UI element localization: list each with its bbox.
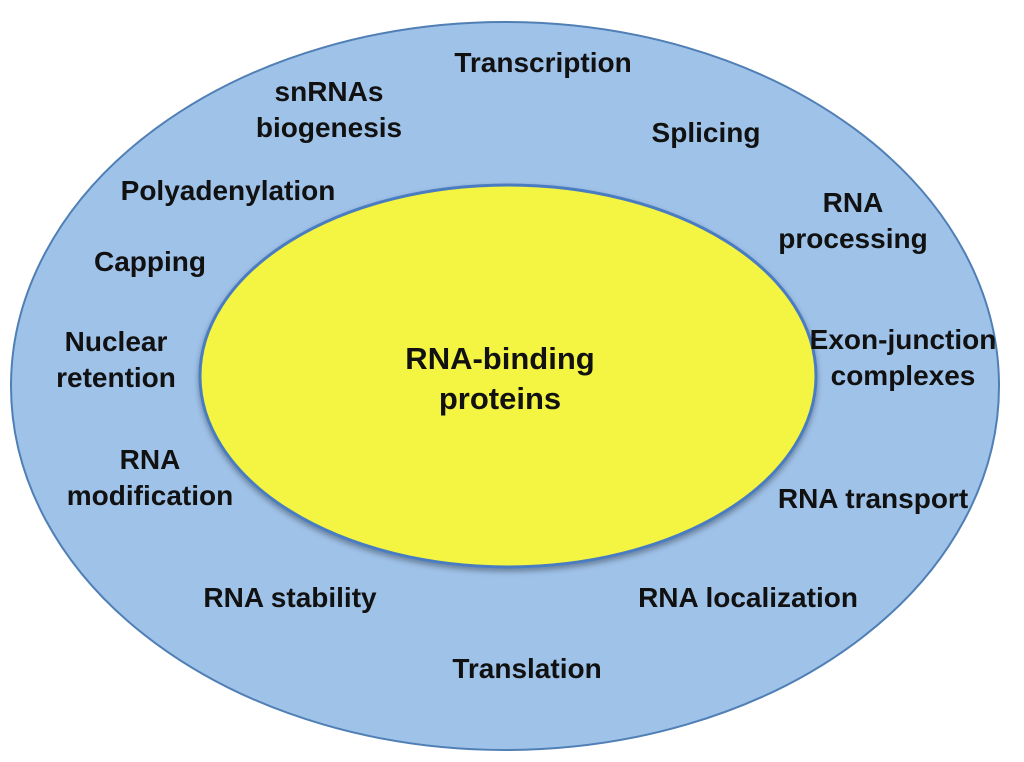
rna-localization-label: RNA localization — [638, 582, 858, 613]
rna-modification-label: RNA modification — [66, 444, 234, 511]
center-label-line-1: RNA-binding — [405, 341, 595, 376]
capping-label: Capping — [94, 246, 206, 277]
nuclear-retention-label: Nuclear retention — [56, 326, 176, 393]
rna-processing-label: RNA processing — [778, 187, 928, 254]
rna-stability-label: RNA stability — [203, 582, 377, 613]
transcription-label: Transcription — [454, 47, 632, 78]
inner-ellipse — [198, 183, 818, 569]
rna-binding-proteins-label: RNA-binding proteins — [405, 339, 594, 419]
rna-transport-label: RNA transport — [777, 483, 969, 514]
center-label-line-2: proteins — [438, 381, 562, 416]
translation-label: Translation — [452, 653, 602, 684]
splicing-label: Splicing — [651, 117, 761, 148]
snrnas-biogenesis-label: snRNAs biogenesis — [255, 76, 403, 143]
polyadenylation-label: Polyadenylation — [120, 175, 336, 206]
exon-junction-complexes-label: Exon-junction complexes — [809, 324, 997, 391]
